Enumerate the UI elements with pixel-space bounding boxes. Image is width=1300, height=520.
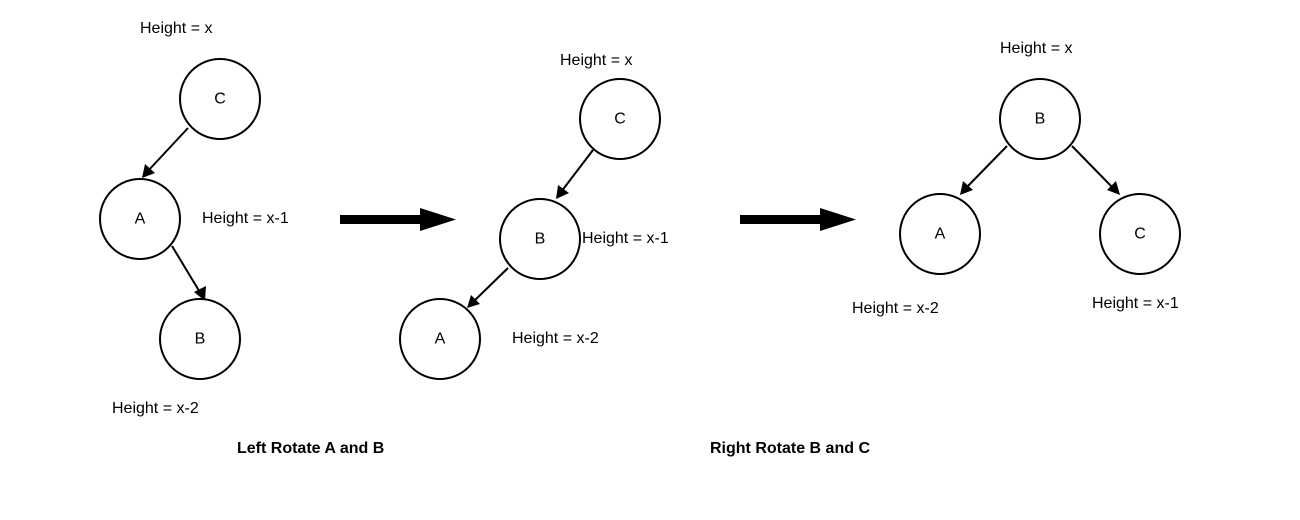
- height-label-b: Height = x-1: [582, 230, 669, 247]
- diagram-1-before-rotation: C A B Height = x Height = x-1 Height = x…: [99, 20, 289, 417]
- node-c-label: C: [614, 111, 626, 128]
- node-a: A: [899, 193, 981, 275]
- height-label-b: Height = x-2: [112, 400, 199, 417]
- height-label-c: Height = x: [140, 20, 212, 37]
- diagram-3-after-right-rotation: B A C Height = x Height = x-2 Height = x…: [852, 40, 1181, 317]
- caption-right-rotate: Right Rotate B and C: [710, 440, 870, 457]
- arrowhead-c-to-b: [556, 185, 569, 199]
- edge-b-to-c: [1071, 145, 1114, 189]
- node-a-label: A: [435, 331, 446, 348]
- node-b-label: B: [195, 331, 206, 348]
- node-c: C: [179, 58, 261, 140]
- transition-arrow-2-shaft: [740, 215, 822, 224]
- arrowhead-c-to-a: [142, 164, 155, 178]
- node-a-label: A: [135, 211, 146, 228]
- edge-c-to-a: [146, 127, 189, 173]
- edge-b-to-a: [472, 267, 509, 303]
- node-b-label: B: [1035, 111, 1046, 128]
- transition-arrow-2: [740, 208, 856, 231]
- height-label-a: Height = x-1: [202, 210, 289, 227]
- node-b-label: B: [535, 231, 546, 248]
- node-a-label: A: [935, 226, 946, 243]
- height-label-a: Height = x-2: [852, 300, 939, 317]
- node-b: B: [999, 78, 1081, 160]
- node-c-label: C: [1134, 226, 1146, 243]
- edge-a-to-b: [171, 245, 202, 295]
- height-label-c: Height = x: [560, 52, 632, 69]
- caption-left-rotate: Left Rotate A and B: [237, 440, 384, 457]
- height-label-c: Height = x-1: [1092, 295, 1179, 312]
- arrowhead-a-to-b: [194, 286, 206, 301]
- transition-arrow-1: [340, 208, 456, 231]
- node-c: C: [579, 78, 661, 160]
- height-label-b: Height = x: [1000, 40, 1072, 57]
- diagram-2-after-left-rotation: C B A Height = x Height = x-1 Height = x…: [399, 52, 669, 380]
- transition-arrow-1-shaft: [340, 215, 422, 224]
- arrowhead-b-to-a: [960, 181, 973, 195]
- edge-b-to-a: [965, 145, 1008, 189]
- node-c: C: [1099, 193, 1181, 275]
- edge-c-to-b: [560, 149, 594, 193]
- node-c-label: C: [214, 91, 226, 108]
- node-b: B: [499, 198, 581, 280]
- node-b: B: [159, 298, 241, 380]
- transition-arrow-1-head: [420, 208, 456, 231]
- transition-arrow-2-head: [820, 208, 856, 231]
- node-a: A: [99, 178, 181, 260]
- arrowhead-b-to-c: [1107, 181, 1120, 195]
- node-a: A: [399, 298, 481, 380]
- arrowhead-b-to-a: [467, 295, 480, 308]
- height-label-a: Height = x-2: [512, 330, 599, 347]
